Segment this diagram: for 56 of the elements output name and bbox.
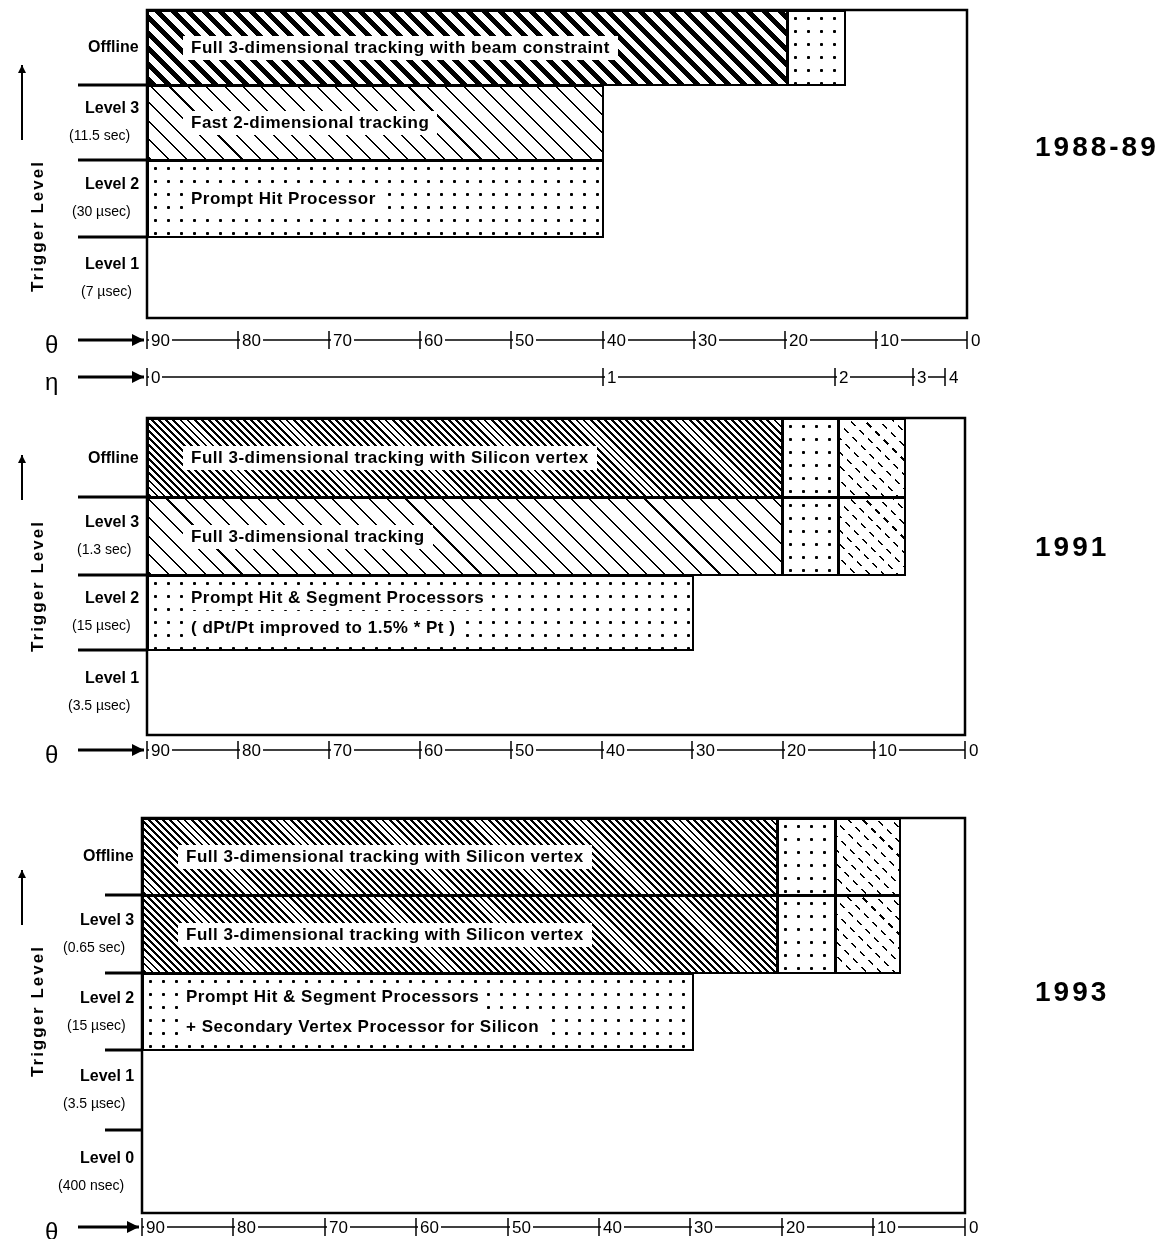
bar [147,418,783,498]
year-label: 1993 [1035,976,1110,1008]
hatched-box [838,418,906,498]
row-label: Level 2 [85,175,140,193]
timing-label: (3.5 µsec) [63,1095,126,1111]
bar [147,10,788,86]
bar-label: Full 3-dimensional tracking with beam constraint [183,36,618,60]
row-label: Offline [88,38,139,56]
hatched-box [838,497,906,576]
bar-label: Fast 2-dimensional tracking [183,111,438,135]
row-label: Level 1 [80,1067,135,1085]
bar-label: Full 3-dimensional tracking [183,524,433,549]
axis-title: Trigger Level [27,160,48,292]
hatched-box [777,895,836,974]
axis-symbol: θ [45,331,59,359]
bar [147,497,783,576]
row-label: Level 3 [85,99,140,117]
year-label: 1991 [1035,531,1110,563]
bar [142,818,778,896]
bar [142,973,694,1051]
hatched-box [782,497,839,576]
row-label: Level 0 [80,1149,135,1167]
timing-label: (400 nsec) [58,1177,125,1193]
axis-symbol: θ [45,741,59,769]
row-label: Level 3 [85,513,140,531]
timing-label: (0.65 sec) [63,939,126,955]
axis-title: Trigger Level [27,520,48,652]
bar-label: Full 3-dimensional tracking with Silicon vertex [178,845,592,869]
timing-label: (7 µsec) [81,283,132,299]
row-label: Level 3 [80,911,135,929]
timing-label: (30 µsec) [72,203,131,219]
bar-label: Full 3-dimensional tracking with Silicon vertex [178,922,592,947]
hatched-box [782,418,839,498]
timing-label: (11.5 sec) [69,127,131,143]
timing-label: (15 µsec) [67,1017,126,1033]
axis-symbol: η [45,368,59,396]
bar [142,895,778,974]
timing-label: (15 µsec) [72,617,131,633]
timing-label: (1.3 sec) [77,541,132,557]
bar [147,85,604,161]
row-label: Level 2 [80,989,135,1007]
hatched-box [777,818,836,896]
row-label: Offline [88,449,139,467]
row-label: Level 1 [85,669,140,687]
bar [147,160,604,238]
row-label: Level 1 [85,255,140,273]
year-label: 1988-89 [1035,131,1159,163]
row-label: Offline [83,847,134,865]
timing-label: (3.5 µsec) [68,697,131,713]
hatched-box [787,10,846,86]
hatched-box [835,895,901,974]
hatched-box [835,818,901,896]
row-label: Level 2 [85,589,140,607]
bar [147,575,694,651]
bar-label: Full 3-dimensional tracking with Silicon vertex [183,446,597,470]
axis-title: Trigger Level [27,945,48,1077]
